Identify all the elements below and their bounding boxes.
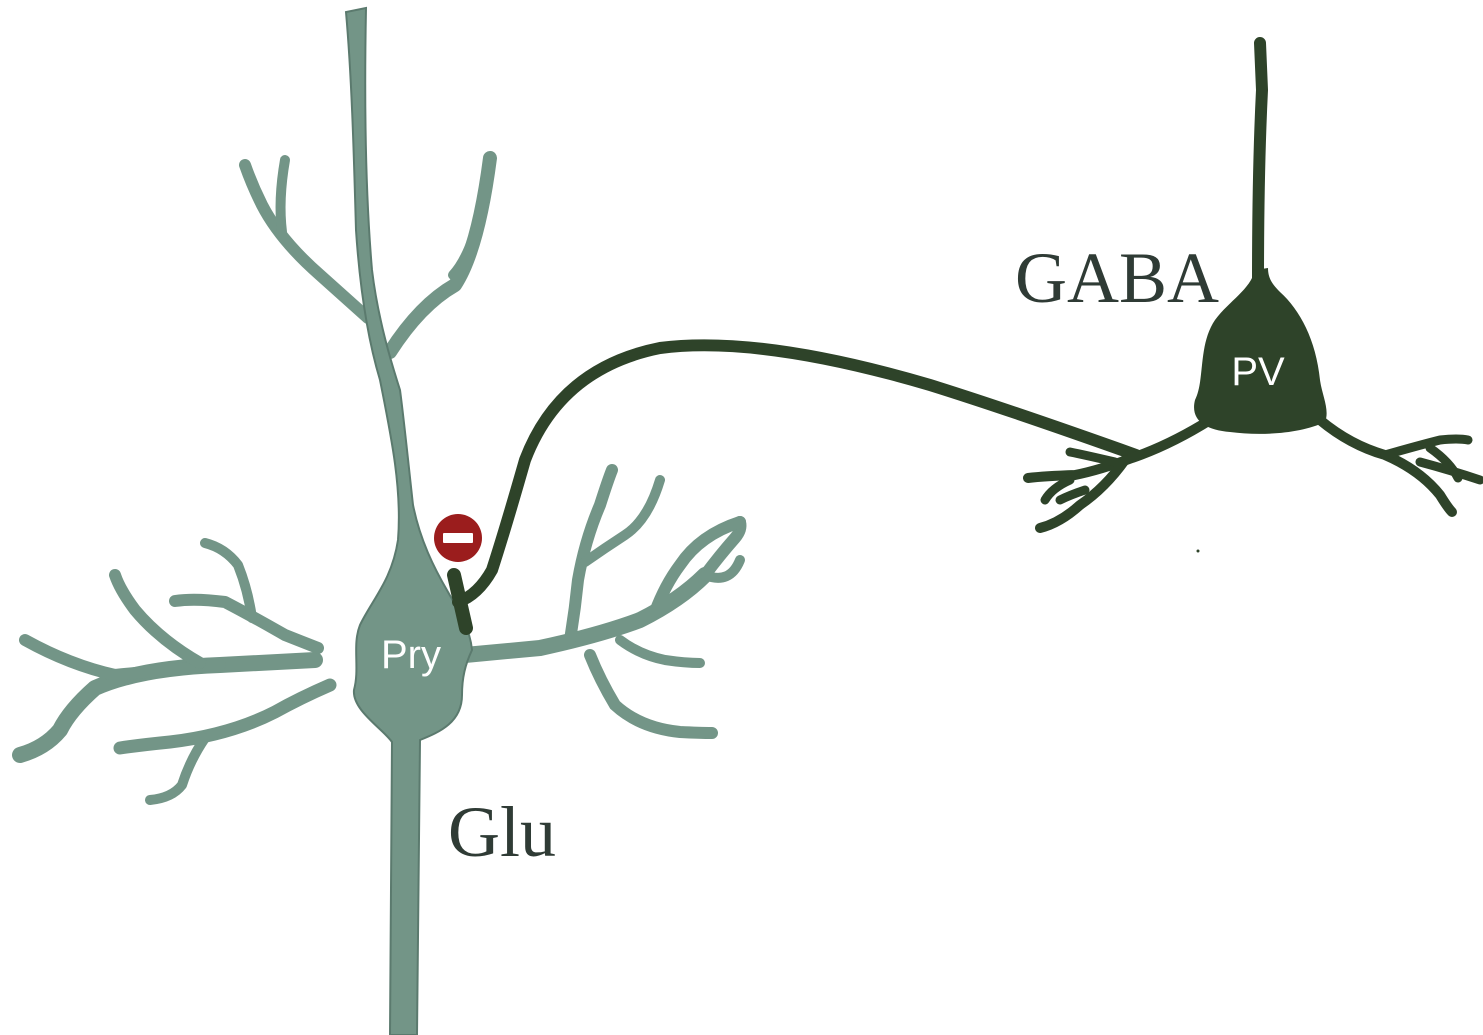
gaba-label: GABA (1015, 238, 1219, 318)
pyramidal-neuron: Pry (20, 8, 740, 1035)
glu-label: Glu (448, 792, 556, 872)
speck (1197, 550, 1200, 553)
pry-soma-label: Pry (381, 633, 441, 677)
inhibition-icon (434, 514, 482, 562)
pv-soma-label: PV (1231, 350, 1285, 394)
pv-interneuron: PV (454, 43, 1480, 628)
